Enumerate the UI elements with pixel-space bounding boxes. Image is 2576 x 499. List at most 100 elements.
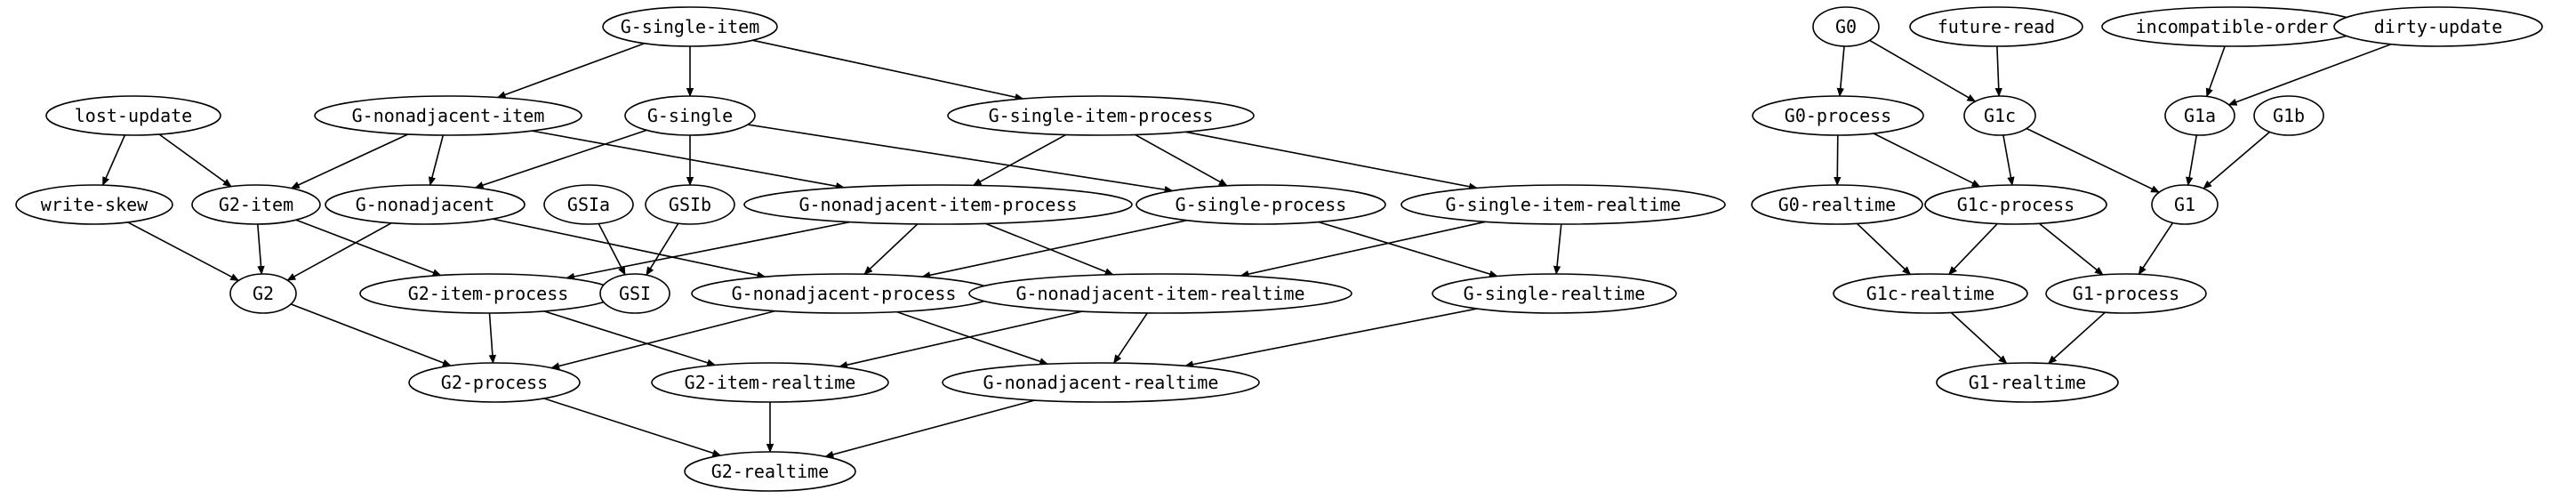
node-label: G1c bbox=[1984, 105, 2016, 126]
node-ellipse bbox=[2164, 95, 2235, 136]
edge-G-nonadjacent-item-process-to-G2-item-process bbox=[566, 221, 851, 280]
edge-G2-item-to-G2-item-process bbox=[295, 219, 442, 277]
node-G2-item: G2-item bbox=[191, 184, 321, 225]
edge-G1c-realtime-to-G1-realtime bbox=[1950, 311, 2008, 365]
node-ellipse bbox=[1833, 273, 2028, 314]
node-ellipse bbox=[684, 451, 856, 492]
node-G1c-process: G1c-process bbox=[1924, 184, 2107, 225]
edge-G-single-to-G-single-process bbox=[747, 124, 1174, 194]
node-label: GSIb bbox=[669, 194, 711, 215]
node-label: G-nonadjacent-item-process bbox=[798, 194, 1077, 215]
node-label: G0-realtime bbox=[1778, 194, 1896, 215]
node-label: G-nonadjacent-process bbox=[732, 283, 957, 304]
node-ellipse bbox=[15, 184, 173, 225]
node-label: lost-update bbox=[75, 105, 192, 126]
edge-future-read-to-G1c bbox=[1994, 45, 2002, 97]
node-label: incompatible-order bbox=[2136, 16, 2329, 37]
node-ellipse bbox=[651, 362, 889, 403]
edge-lost-update-to-write-skew bbox=[101, 134, 126, 187]
node-ellipse bbox=[645, 184, 735, 225]
node-dirty-update: dirty-update bbox=[2333, 6, 2543, 47]
edge-GSIa-to-GSI bbox=[598, 223, 626, 276]
node-ellipse bbox=[1400, 184, 1726, 225]
edge-G1-process-to-G1-realtime bbox=[2047, 311, 2106, 365]
edge-G-single-item-to-G-single-item-process bbox=[752, 39, 1024, 101]
node-label: G1c-process bbox=[1957, 194, 2074, 215]
edges bbox=[101, 39, 2392, 459]
edge-G0-process-to-G1c-process bbox=[1873, 133, 1981, 188]
edge-write-skew-to-G2 bbox=[127, 221, 240, 282]
node-G2: G2 bbox=[229, 273, 297, 314]
node-label: G2-item-process bbox=[408, 283, 569, 304]
edge-incompatible-order-to-G1a bbox=[2205, 45, 2226, 98]
edge-G-single-realtime-to-G-nonadjacent-realtime bbox=[1184, 308, 1478, 368]
edge-G-single-item-to-G-nonadjacent-item bbox=[496, 43, 646, 99]
node-ellipse bbox=[45, 95, 221, 136]
node-label: G-single-item-process bbox=[989, 105, 1214, 126]
edge-G-single-item-realtime-to-G-single-realtime bbox=[1553, 223, 1562, 275]
node-label: G-single-process bbox=[1176, 194, 1347, 215]
node-ellipse bbox=[1936, 362, 2119, 403]
node-label: G0 bbox=[1835, 16, 1857, 37]
node-G2-item-process: G2-item-process bbox=[359, 273, 617, 314]
node-G-nonadjacent-realtime: G-nonadjacent-realtime bbox=[942, 362, 1260, 403]
node-G1c: G1c bbox=[1963, 95, 2036, 136]
node-label: G2-realtime bbox=[711, 461, 829, 482]
edge-G2-item-to-G2 bbox=[257, 223, 265, 275]
edge-G1a-to-G1 bbox=[2186, 134, 2198, 187]
edge-G0-to-G0-process bbox=[1836, 45, 1845, 97]
edge-G-nonadjacent-to-G-nonadjacent-process bbox=[492, 218, 766, 279]
node-G-nonadjacent: G-nonadjacent bbox=[325, 184, 526, 225]
edge-G1c-to-G1c-process bbox=[2002, 134, 2015, 186]
node-ellipse bbox=[2151, 184, 2219, 225]
node-G0-process: G0-process bbox=[1752, 95, 1924, 136]
node-label: GSIa bbox=[567, 194, 610, 215]
node-G1b: G1b bbox=[2253, 95, 2324, 136]
node-label: G-nonadjacent bbox=[356, 194, 495, 215]
edge-G-single-item-process-to-G-single-process bbox=[1135, 133, 1228, 187]
edge-G1c-to-G1 bbox=[2026, 127, 2161, 193]
node-future-read: future-read bbox=[1909, 6, 2083, 47]
node-ellipse bbox=[1812, 6, 1880, 47]
node-G-nonadjacent-item: G-nonadjacent-item bbox=[314, 95, 582, 136]
node-ellipse bbox=[599, 273, 670, 314]
node-write-skew: write-skew bbox=[15, 184, 173, 225]
node-G1-realtime: G1-realtime bbox=[1936, 362, 2119, 403]
node-label: G1c-realtime bbox=[1866, 283, 1995, 304]
node-G1c-realtime: G1c-realtime bbox=[1833, 273, 2028, 314]
edge-G-nonadjacent-item-to-G2-item bbox=[290, 133, 409, 189]
node-label: G-single-item bbox=[621, 16, 760, 37]
edge-G0-realtime-to-G1c-realtime bbox=[1856, 222, 1912, 276]
edge-G2-to-G2-process bbox=[290, 303, 452, 366]
node-ellipse bbox=[1751, 184, 1923, 225]
node-ellipse bbox=[191, 184, 321, 225]
edge-G-nonadjacent-process-to-G2-process bbox=[550, 310, 775, 370]
node-GSI: GSI bbox=[599, 273, 670, 314]
node-ellipse bbox=[942, 362, 1260, 403]
node-lost-update: lost-update bbox=[45, 95, 221, 136]
node-label: G-nonadjacent-realtime bbox=[983, 372, 1219, 393]
node-label: dirty-update bbox=[2374, 16, 2503, 37]
node-GSIa: GSIa bbox=[543, 184, 634, 225]
node-G1a: G1a bbox=[2164, 95, 2235, 136]
node-G-single: G-single bbox=[624, 95, 756, 136]
edge-G-single-item-realtime-to-G-nonadjacent-item-realtime bbox=[1240, 221, 1486, 278]
edge-G1c-process-to-G1-process bbox=[2038, 222, 2104, 276]
node-label: G-single-item-realtime bbox=[1446, 194, 1681, 215]
node-label: G-single bbox=[647, 105, 733, 126]
node-G2-item-realtime: G2-item-realtime bbox=[651, 362, 889, 403]
node-ellipse bbox=[1432, 273, 1677, 314]
edge-G-nonadjacent-process-to-G-nonadjacent-realtime bbox=[896, 310, 1049, 366]
node-ellipse bbox=[408, 362, 581, 403]
node-ellipse bbox=[2333, 6, 2543, 47]
node-ellipse bbox=[1752, 95, 1924, 136]
node-ellipse bbox=[624, 95, 756, 136]
node-GSIb: GSIb bbox=[645, 184, 735, 225]
node-G-single-process: G-single-process bbox=[1136, 184, 1386, 225]
edge-G-nonadjacent-to-G2 bbox=[286, 221, 392, 281]
edge-G-nonadjacent-realtime-to-G2-realtime bbox=[824, 399, 1035, 459]
node-G-single-item-process: G-single-item-process bbox=[947, 95, 1255, 136]
edge-G-nonadjacent-item-realtime-to-G2-item-realtime bbox=[839, 310, 1083, 369]
